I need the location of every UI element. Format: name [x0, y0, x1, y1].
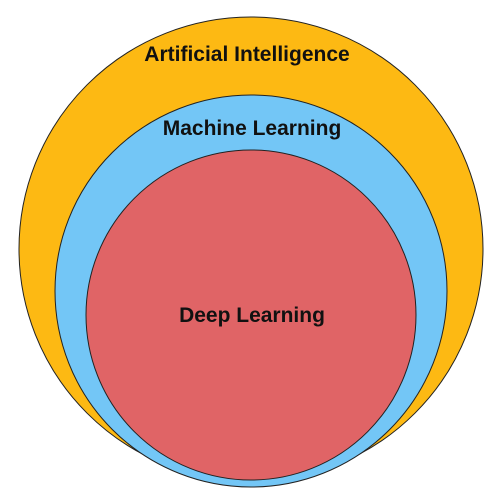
dl-circle: [85, 149, 417, 481]
ml-label: Machine Learning: [163, 117, 342, 140]
dl-label: Deep Learning: [179, 304, 325, 327]
ai-label: Artificial Intelligence: [144, 43, 349, 66]
